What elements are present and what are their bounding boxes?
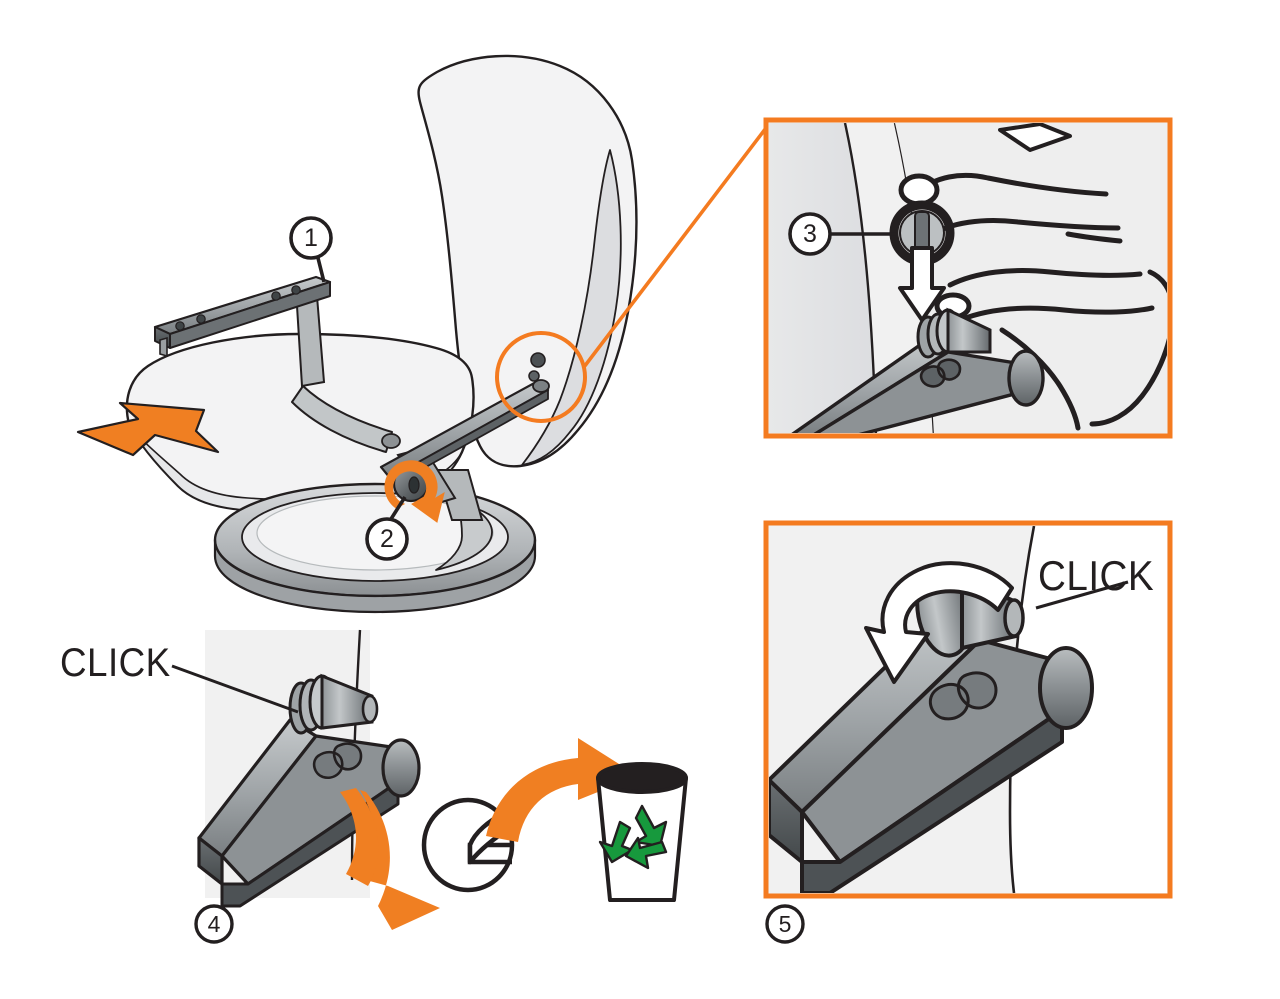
rotation-arrow-icon [864,561,1014,684]
hand-icon [898,123,1167,431]
zoom-indicator-circle [495,126,768,423]
recycle-bin-icon [596,762,688,902]
toss-arrow-icon [486,738,638,842]
armrest-rail [791,307,1045,433]
detail-panel-release-button [763,117,1173,439]
callout-1-label: 1 [304,224,318,252]
callout-5-label: 5 [779,911,792,937]
down-arrow-icon [898,246,946,322]
recycle-symbol-icon [598,804,668,870]
callout-markers: 1 2 3 4 5 [194,212,832,944]
callout-2-label: 2 [380,525,394,553]
detail-area-remove-washer [171,629,688,930]
drop-arrow-icon [340,788,440,930]
click-leader-line [171,664,299,714]
pull-direction-arrow [76,401,220,457]
callout-4: 4 [194,904,234,944]
armrest-rail [769,566,1094,893]
callout-1: 1 [289,216,333,283]
click-leader-line [1035,580,1129,610]
callout-3: 3 [788,212,832,256]
callout-3-label: 3 [803,220,817,248]
callout-5: 5 [765,904,805,944]
zoom-connector-line [582,126,768,369]
callout-4-label: 4 [208,911,221,937]
click-label-step-4: CLICK [60,641,171,685]
callout-2: 2 [365,496,409,561]
click-label-step-5: CLICK [1038,552,1155,599]
detail-panel-rotate-lock [763,520,1173,899]
knob-rotation-arrow [384,460,445,523]
armrest-rail [153,275,332,358]
